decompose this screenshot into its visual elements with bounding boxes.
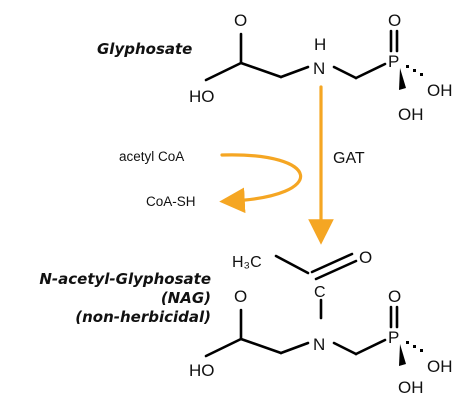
nag-methyl-bond bbox=[274, 254, 310, 275]
nag-amide-n: N bbox=[313, 335, 325, 354]
glyphosate-oh-right: OH bbox=[427, 81, 453, 100]
nag-methyl-h3c: H₃C bbox=[232, 254, 262, 271]
nag-acetyl-oxygen: O bbox=[359, 248, 372, 267]
glyphosate-label: Glyphosate bbox=[97, 40, 192, 58]
glyphosate-amine-n: N bbox=[313, 59, 325, 78]
nag-dashed-bond bbox=[406, 341, 423, 352]
nag-oh-bottom: OH bbox=[398, 378, 424, 394]
enzyme-label: GAT bbox=[333, 150, 365, 167]
glyphosate-amine-h: H bbox=[314, 35, 326, 54]
nag-labels: N-acetyl-Glyphosate (NAG) (non-herbicida… bbox=[39, 270, 211, 326]
glyphosate-wedge-bond bbox=[399, 68, 406, 90]
nag-wedge-bond bbox=[399, 344, 406, 366]
nag-acetyl-carbonyl-bond-a bbox=[310, 252, 354, 274]
nag-label-name: N-acetyl-Glyphosate bbox=[39, 270, 211, 288]
nag-carbonyl-oxygen: O bbox=[234, 287, 247, 306]
nag-phosphorus: P bbox=[388, 328, 399, 347]
cofactor-out-label: CoA-SH bbox=[146, 194, 196, 209]
nag-acetyl-carbonyl-bond-b bbox=[314, 259, 358, 281]
glyphosate-n-ch2-bond bbox=[332, 65, 358, 80]
nag-acetyl-carbon: C bbox=[314, 284, 326, 301]
glyphosate-hydroxyl-ho: HO bbox=[189, 87, 215, 106]
nag-oh-right: OH bbox=[427, 357, 453, 376]
glyphosate-phosphoryl-oxygen: O bbox=[388, 11, 401, 30]
nag-n-ch2-bond bbox=[332, 341, 358, 356]
cofactor-in-label: acetyl CoA bbox=[119, 149, 184, 164]
nag-molecule: H₃C O C O HO N P O OH OH bbox=[189, 248, 453, 394]
glyphosate-ch2-n-bond bbox=[279, 65, 310, 79]
glyphosate-carboxyl-bond bbox=[204, 61, 283, 82]
nag-phosphoryl-oxygen: O bbox=[388, 287, 401, 306]
nag-label-note: (non-herbicidal) bbox=[75, 308, 211, 326]
cofactor-curved-arrow bbox=[219, 153, 303, 214]
nag-label-abbrev: (NAG) bbox=[161, 289, 211, 307]
nag-carboxyl-bond bbox=[204, 337, 283, 358]
glyphosate-dashed-bond bbox=[406, 65, 423, 76]
glyphosate-oh-bottom: OH bbox=[398, 105, 424, 124]
nag-ch2-n-bond bbox=[279, 341, 310, 355]
glyphosate-carbonyl-oxygen: O bbox=[234, 11, 247, 30]
glyphosate-molecule: O HO H N P O OH OH bbox=[189, 11, 453, 124]
nag-hydroxyl-ho: HO bbox=[189, 361, 215, 380]
nag-ch2-p-bond bbox=[354, 338, 387, 356]
glyphosate-phosphorus: P bbox=[388, 52, 399, 71]
glyphosate-ch2-p-bond bbox=[354, 62, 387, 80]
